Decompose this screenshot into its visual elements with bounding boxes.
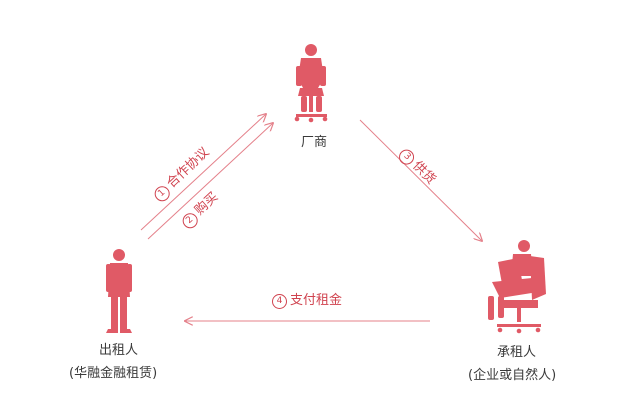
seated-person-icon: [294, 44, 328, 123]
standing-person-icon: [106, 249, 132, 333]
edge-number: 4: [272, 294, 287, 309]
arrow-supply: [359, 119, 482, 241]
node-lessee-sub: (企业或自然人): [468, 368, 557, 383]
arrow-purchase: [147, 123, 273, 240]
node-lessor-sub: (华融金融租赁): [69, 366, 158, 381]
reading-person-icon: [488, 240, 546, 334]
edge-text: 支付租金: [290, 293, 343, 308]
node-lessor-name: 出租人: [99, 343, 139, 358]
arrow-cooperation: [140, 114, 266, 231]
node-lessee-name: 承租人: [497, 345, 537, 360]
node-manufacturer-name: 厂商: [301, 135, 328, 150]
